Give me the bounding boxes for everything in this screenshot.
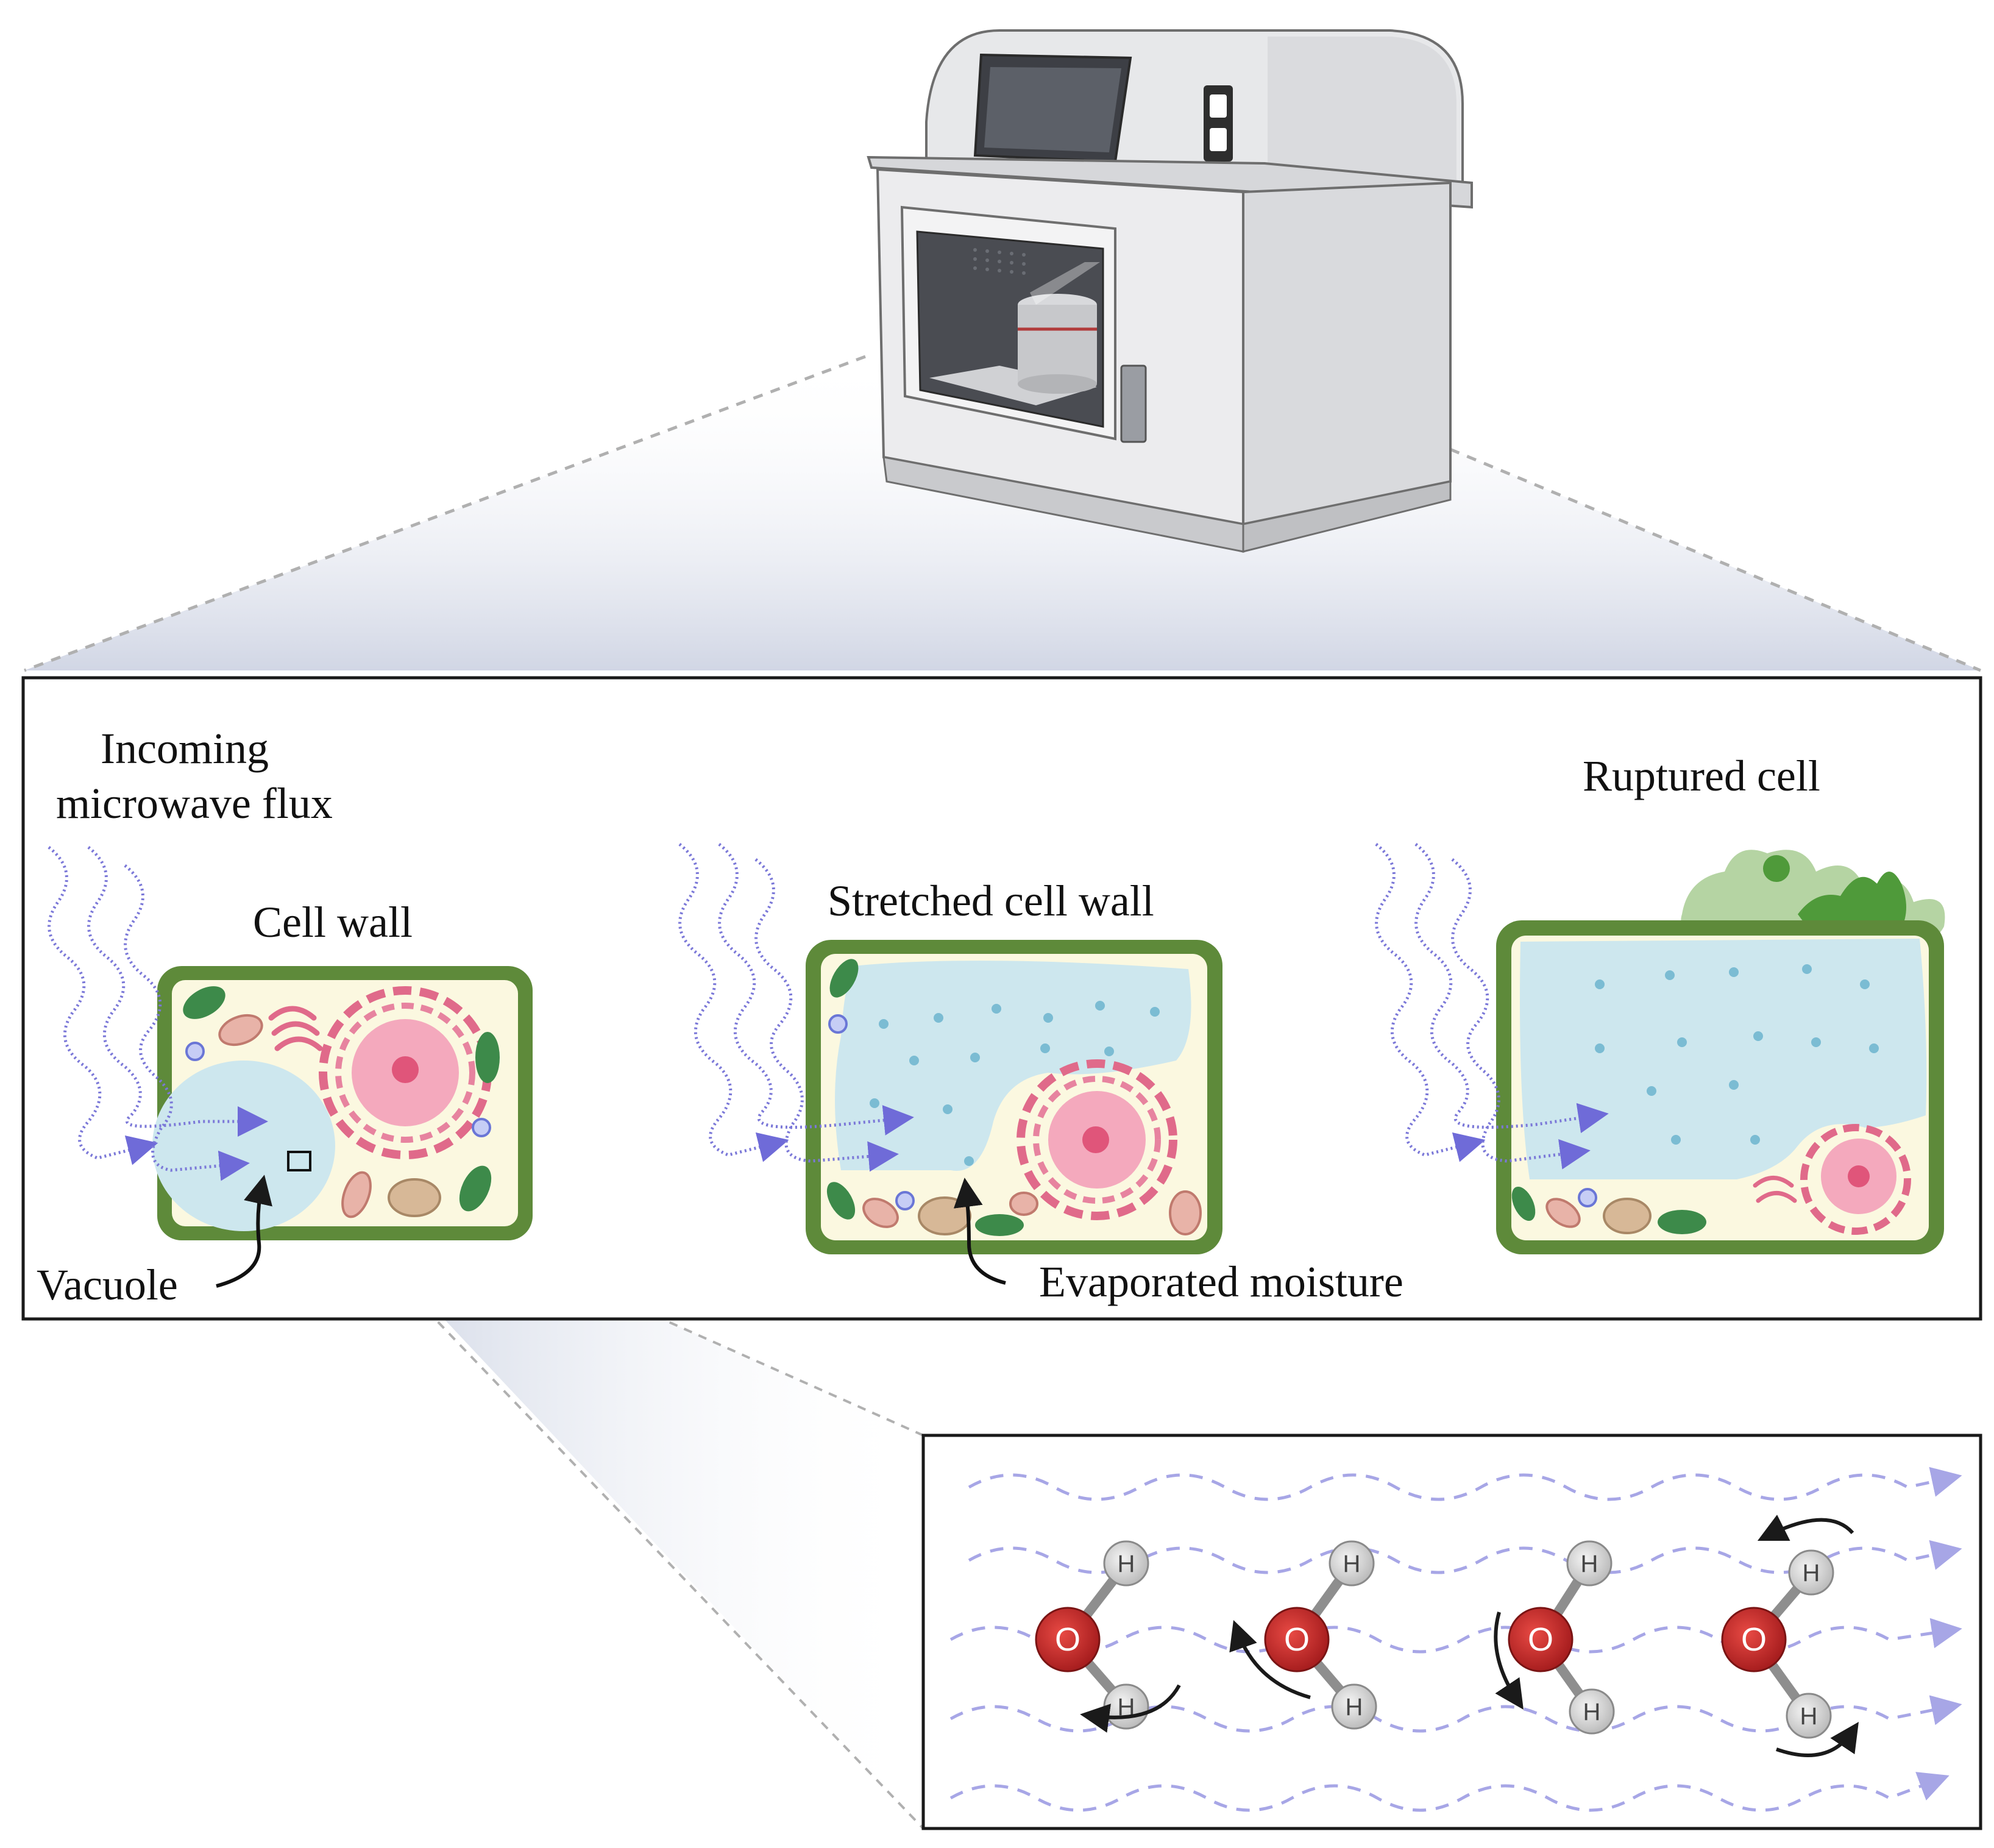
golgi-icon	[1753, 1176, 1797, 1203]
mitochondrion-icon	[1009, 1192, 1038, 1216]
zoom-region-box	[287, 1151, 311, 1171]
peroxisome-icon	[1603, 1198, 1652, 1234]
hydrogen-atom	[1788, 1549, 1834, 1596]
rotation-arrow-icon	[1229, 1620, 1311, 1699]
nucleus-icon	[1800, 1124, 1911, 1235]
golgi-icon	[268, 1006, 323, 1051]
hydrogen-atom	[1786, 1693, 1832, 1739]
rotation-arrow-icon	[1080, 1684, 1181, 1733]
ruptured-contents-icon	[1763, 855, 1790, 882]
hydrogen-label: H	[1803, 1560, 1820, 1587]
chloroplast-icon	[459, 1165, 492, 1212]
evaporated-moisture-label: Evaporated moisture	[1039, 1257, 1403, 1306]
chloroplast-icon	[975, 1214, 1024, 1236]
hydrogen-label: H	[1346, 1694, 1363, 1721]
vesicle-icon	[1578, 1188, 1597, 1207]
chloroplast-icon	[1511, 1186, 1536, 1221]
microwave-reactor-icon	[867, 29, 1473, 553]
chloroplast-icon	[475, 1032, 500, 1083]
oxygen-label: O	[1284, 1621, 1310, 1658]
hydrogen-label: H	[1343, 1551, 1361, 1577]
peroxisome-icon	[388, 1178, 441, 1217]
hydrogen-label: H	[1800, 1703, 1818, 1730]
oxygen-label: O	[1528, 1621, 1553, 1658]
stretched-cell-wall-label: Stretched cell wall	[828, 876, 1154, 925]
microwave-wave-icon	[1414, 843, 1609, 1134]
oxygen-label: O	[1741, 1621, 1767, 1658]
plant-cell-ruptured	[1375, 843, 1945, 1254]
hydrogen-atom	[1331, 1683, 1377, 1730]
water-molecule-icon: O H H	[1494, 1540, 1615, 1735]
hydrogen-atom	[1566, 1540, 1613, 1587]
peroxisome-icon	[918, 1196, 971, 1235]
vesicle-icon	[185, 1042, 205, 1061]
vesicle-icon	[828, 1014, 848, 1034]
hydrogen-label: H	[1581, 1551, 1598, 1577]
rotation-arrow-icon	[1776, 1722, 1859, 1757]
hydrogen-atom	[1569, 1688, 1615, 1735]
hydrogen-atom	[1329, 1540, 1375, 1587]
vacuole-label: Vacuole	[37, 1260, 178, 1309]
rotation-arrow-icon	[1757, 1515, 1854, 1541]
mitochondrion-icon	[862, 1198, 899, 1228]
hydrogen-label: H	[1583, 1699, 1601, 1725]
nucleus-icon	[1017, 1059, 1177, 1220]
chloroplast-icon	[829, 959, 859, 998]
microwave-wave-icon	[87, 846, 268, 1137]
hydrogen-label: H	[1118, 1551, 1135, 1577]
hydrogen-atom	[1103, 1540, 1149, 1587]
oxygen-atom	[1264, 1607, 1330, 1672]
ruptured-cell-label: Ruptured cell	[1583, 752, 1820, 800]
vacuole-shape	[1520, 939, 1927, 1179]
vacuole-pointer-arrow	[216, 1175, 272, 1288]
mitochondrion-icon	[218, 1014, 263, 1047]
oxygen-atom	[1508, 1607, 1574, 1672]
plant-cell-stretched	[678, 843, 1222, 1285]
vacuole-shape	[835, 961, 1191, 1171]
molecule-panel	[921, 1434, 1982, 1830]
chloroplast-icon	[1658, 1210, 1706, 1234]
oxygen-atom	[1721, 1607, 1787, 1672]
water-molecule-icon: OHH	[1035, 1540, 1181, 1733]
mitochondrion-icon	[1169, 1190, 1202, 1235]
moisture-droplets	[870, 1001, 1160, 1166]
evaporation-pointer-arrow	[953, 1178, 1006, 1285]
incoming-flux-label: Incoming	[101, 724, 269, 773]
microwave-wave-icon	[718, 843, 914, 1135]
rotation-arrow-icon	[1494, 1612, 1524, 1710]
water-molecule-icon: O H H	[1721, 1515, 1859, 1757]
plant-cell-intact	[48, 846, 533, 1288]
oxygen-label: O	[1055, 1621, 1080, 1658]
chloroplast-icon	[183, 986, 225, 1019]
moisture-droplets	[1595, 964, 1879, 1145]
water-molecule-icon: O H H	[1229, 1540, 1377, 1730]
mitochondrion-icon	[341, 1171, 372, 1218]
vesicle-icon	[472, 1118, 491, 1137]
mitochondrion-icon	[1545, 1198, 1581, 1228]
cell-wall-label: Cell wall	[253, 898, 413, 947]
vesicle-icon	[895, 1191, 915, 1210]
incoming-flux-label-line2: microwave flux	[56, 779, 333, 828]
vacuole-shape	[152, 1061, 335, 1231]
oxygen-atom	[1035, 1607, 1101, 1672]
chloroplast-icon	[826, 1182, 856, 1220]
